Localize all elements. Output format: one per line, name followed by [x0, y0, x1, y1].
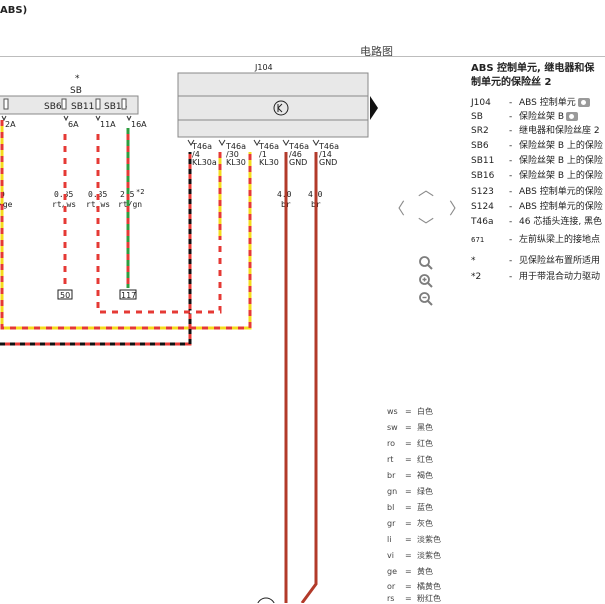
- color-legend-gr: gr=灰色: [387, 519, 433, 528]
- j104-label: J104: [254, 63, 273, 72]
- fuse-rating: 2A: [5, 120, 16, 129]
- color-legend-gn: gn=绿色: [387, 487, 433, 496]
- ref-label: 50: [60, 291, 70, 300]
- legend-item-sb6: SB6-保险丝架 B 上的保险: [471, 141, 603, 151]
- pin-num: /4: [192, 150, 200, 159]
- color-legend-or: or=橘黄色: [387, 582, 441, 591]
- color-legend-bl: bl=蓝色: [387, 503, 433, 512]
- pin-num: /1: [259, 150, 267, 159]
- wire-color: rt/gn: [118, 200, 142, 209]
- search-icon[interactable]: [418, 255, 434, 271]
- pin-signal: GND: [289, 158, 307, 167]
- color-legend-br: br=褐色: [387, 471, 433, 480]
- legend-item-j104: J104-ABS 控制单元: [471, 95, 590, 108]
- color-legend-sw: sw=黑色: [387, 423, 433, 432]
- wire-color: /ge: [0, 200, 13, 209]
- legend-item-sb11: SB11-保险丝架 B 上的保险: [471, 156, 603, 166]
- pin-signal: KL30a: [192, 158, 217, 167]
- color-legend-ge: ge=黄色: [387, 567, 433, 576]
- fuse-symbol: [3, 98, 9, 110]
- color-legend-ws: ws=白色: [387, 407, 433, 416]
- wire-size: 4.0: [277, 190, 292, 199]
- color-legend-vi: vi=淡紫色: [387, 551, 441, 560]
- zoom-out-icon[interactable]: [418, 291, 434, 307]
- camera-icon[interactable]: [577, 98, 590, 107]
- legend-item-s124: S124-ABS 控制单元的保险: [471, 202, 603, 212]
- pin-conn: T46a: [288, 142, 309, 151]
- ref-box-117[interactable]: [119, 289, 137, 300]
- title-divider: [0, 56, 605, 57]
- color-legend-rt: rt=红色: [387, 455, 433, 464]
- fuse-symbol: [95, 98, 101, 110]
- color-legend-li: li=淡紫色: [387, 535, 441, 544]
- wire-brown-gnd-2[interactable]: [300, 152, 318, 603]
- ref-box-50[interactable]: [57, 289, 73, 300]
- pin-conn: T46a: [191, 142, 212, 151]
- fuse-block-sb[interactable]: [0, 95, 139, 115]
- ground-point-icon: [257, 597, 275, 603]
- sb-label: SB: [70, 86, 82, 96]
- pin-conn: T46a: [225, 142, 246, 151]
- fuse-sb6[interactable]: SB6: [44, 102, 62, 112]
- legend-item-671: 671-左前纵梁上的接地点: [471, 235, 601, 245]
- legend-item-sb16: SB16-保险丝架 B 上的保险: [471, 171, 603, 181]
- pin-num: /46: [289, 150, 302, 159]
- fuse-sb11[interactable]: SB11: [71, 102, 94, 112]
- expand-arrow-icon[interactable]: [370, 96, 378, 120]
- fuse-symbol: [61, 98, 67, 110]
- diagram-title: 电路图: [360, 45, 393, 58]
- control-unit-j104[interactable]: [177, 72, 369, 138]
- wire-note: *2: [136, 188, 144, 196]
- pin-signal: GND: [319, 158, 337, 167]
- pin-num: /30: [226, 150, 239, 159]
- description-heading-2: 制单元的保险丝 2: [471, 77, 552, 88]
- pin-num: /14: [319, 150, 332, 159]
- fuse-symbol: [121, 98, 127, 110]
- pan-up-icon[interactable]: ︿: [418, 180, 435, 199]
- pin-signal: KL30: [259, 158, 279, 167]
- wire-red-black-outer[interactable]: [0, 152, 192, 346]
- wire-red-white-loop[interactable]: [96, 128, 222, 314]
- ref-label: 117: [121, 291, 136, 300]
- fuse-rating: 16A: [131, 120, 147, 129]
- camera-icon[interactable]: [566, 112, 579, 121]
- pin-conn: T46a: [258, 142, 279, 151]
- legend-item-sb: SB-保险丝架 B: [471, 109, 579, 122]
- pin-signal: KL30: [226, 158, 246, 167]
- zoom-in-icon[interactable]: [418, 273, 434, 289]
- legend-item-t46a: T46a-46 芯插头连接, 黑色: [471, 217, 603, 227]
- description-heading-1: ABS 控制单元, 继电器和保: [471, 63, 595, 74]
- wire-red-yellow-left[interactable]: [0, 120, 252, 330]
- document-header: ABS): [0, 5, 28, 16]
- sb-star: *: [75, 74, 80, 84]
- color-legend-ro: ro=红色: [387, 439, 433, 448]
- legend-item-s123: S123-ABS 控制单元的保险: [471, 187, 603, 197]
- pan-left-icon[interactable]: 〈: [389, 199, 406, 218]
- legend-item-star: *-见保险丝布置所适用: [471, 256, 601, 266]
- fuse-rating: 6A: [68, 120, 79, 129]
- legend-item-sr2: SR2-继电器和保险丝座 2: [471, 126, 600, 136]
- fuse-sb16[interactable]: SB16: [104, 102, 128, 112]
- color-legend-rs: rs=粉红色: [387, 594, 441, 603]
- fuse-rating: 11A: [100, 120, 116, 129]
- legend-item-star2: *2-用于带混合动力驱动: [471, 272, 601, 282]
- circuit-diagram: * SB SB6 SB11 SB16 2A 6A 11A 16A J104 T4…: [0, 63, 378, 603]
- pin-conn: T46a: [318, 142, 339, 151]
- pan-right-icon[interactable]: 〉: [449, 199, 466, 218]
- pan-down-icon[interactable]: ﹀: [418, 216, 435, 235]
- abs-symbol-icon: [273, 100, 289, 116]
